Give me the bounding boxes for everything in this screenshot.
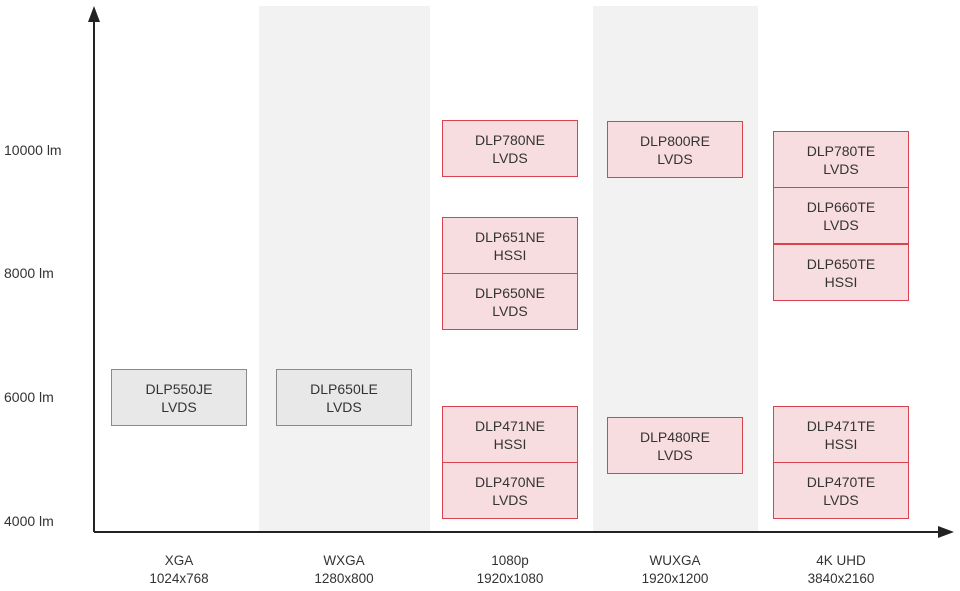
y-label-8000: 8000 lm bbox=[4, 265, 54, 281]
chip-interface: LVDS bbox=[492, 149, 528, 166]
y-label-6000: 6000 lm bbox=[4, 389, 54, 405]
x-category-name: 4K UHD bbox=[816, 553, 866, 568]
chip-box-dlp650le: DLP650LE LVDS bbox=[276, 369, 412, 426]
chip-name: DLP650NE bbox=[474, 284, 546, 301]
chip-box-dlp780ne: DLP780NE LVDS bbox=[442, 120, 578, 177]
x-category-name: WXGA bbox=[323, 553, 365, 568]
chip-box-dlp471te: DLP471TE HSSI bbox=[773, 406, 909, 463]
chip-name: DLP470TE bbox=[806, 473, 876, 490]
chip-interface: LVDS bbox=[657, 446, 693, 463]
y-label-4000: 4000 lm bbox=[4, 513, 54, 529]
chip-box-dlp470te: DLP470TE LVDS bbox=[773, 462, 909, 519]
y-label-10000: 10000 lm bbox=[4, 142, 62, 158]
chip-box-dlp650ne: DLP650NE LVDS bbox=[442, 273, 578, 330]
chip-interface: LVDS bbox=[657, 150, 693, 167]
chip-name: DLP780NE bbox=[474, 131, 546, 148]
chip-box-dlp480re: DLP480RE LVDS bbox=[607, 417, 743, 474]
x-category-resolution: 1920x1200 bbox=[641, 571, 709, 586]
column-band-wxga bbox=[259, 6, 430, 532]
chip-interface: HSSI bbox=[493, 435, 527, 452]
x-category-wxga: WXGA 1280x800 bbox=[264, 552, 424, 588]
x-category-resolution: 1024x768 bbox=[149, 571, 209, 586]
x-category-1080p: 1080p 1920x1080 bbox=[430, 552, 590, 588]
chip-name: DLP651NE bbox=[474, 228, 546, 245]
x-category-resolution: 1920x1080 bbox=[476, 571, 544, 586]
chip-name: DLP650TE bbox=[806, 255, 876, 272]
chip-name: DLP550JE bbox=[145, 380, 213, 397]
chip-interface: LVDS bbox=[823, 160, 859, 177]
x-category-name: XGA bbox=[164, 553, 194, 568]
chip-name: DLP650LE bbox=[310, 380, 378, 397]
chip-name: DLP780TE bbox=[806, 142, 876, 159]
chip-name: DLP800RE bbox=[639, 132, 711, 149]
chip-box-dlp650te: DLP650TE HSSI bbox=[773, 244, 909, 301]
chip-box-dlp660te: DLP660TE LVDS bbox=[773, 187, 909, 244]
chip-interface: HSSI bbox=[824, 435, 858, 452]
chip-name: DLP471NE bbox=[474, 417, 546, 434]
chip-interface: LVDS bbox=[823, 491, 859, 508]
chip-interface: LVDS bbox=[492, 491, 528, 508]
chip-interface: HSSI bbox=[493, 246, 527, 263]
chip-interface: LVDS bbox=[492, 302, 528, 319]
x-category-wuxga: WUXGA 1920x1200 bbox=[595, 552, 755, 588]
x-category-name: 1080p bbox=[491, 553, 529, 568]
x-category-name: WUXGA bbox=[649, 553, 701, 568]
x-axis-arrow-icon bbox=[938, 526, 954, 538]
chip-box-dlp651ne: DLP651NE HSSI bbox=[442, 217, 578, 274]
chip-interface: LVDS bbox=[326, 398, 362, 415]
chip-interface: LVDS bbox=[823, 216, 859, 233]
x-category-resolution: 1280x800 bbox=[314, 571, 374, 586]
x-category-xga: XGA 1024x768 bbox=[99, 552, 259, 588]
chip-name: DLP471TE bbox=[806, 417, 876, 434]
chip-box-dlp780te: DLP780TE LVDS bbox=[773, 131, 909, 188]
y-axis-arrow-icon bbox=[88, 6, 100, 22]
chip-box-dlp800re: DLP800RE LVDS bbox=[607, 121, 743, 178]
chip-box-dlp470ne: DLP470NE LVDS bbox=[442, 462, 578, 519]
chip-interface: LVDS bbox=[161, 398, 197, 415]
chip-box-dlp550je: DLP550JE LVDS bbox=[111, 369, 247, 426]
chip-interface: HSSI bbox=[824, 273, 858, 290]
x-category-4k-uhd: 4K UHD 3840x2160 bbox=[761, 552, 921, 588]
chip-box-dlp471ne: DLP471NE HSSI bbox=[442, 406, 578, 463]
chip-name: DLP480RE bbox=[639, 428, 711, 445]
chip-name: DLP660TE bbox=[806, 198, 876, 215]
x-category-resolution: 3840x2160 bbox=[807, 571, 875, 586]
chip-name: DLP470NE bbox=[474, 473, 546, 490]
